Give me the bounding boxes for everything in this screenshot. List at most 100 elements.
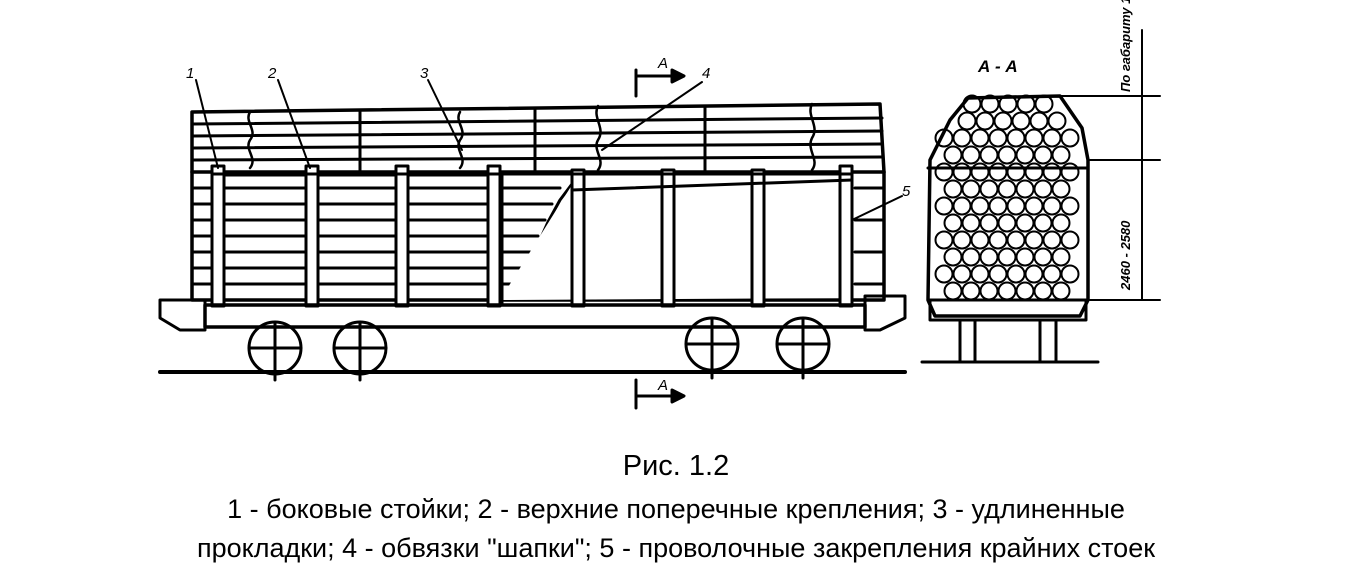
log-end [1033, 145, 1053, 165]
log-end [1015, 179, 1035, 199]
log-end [988, 230, 1008, 250]
log-end [1024, 196, 1044, 216]
log-end [1024, 264, 1044, 284]
log-end [1051, 145, 1071, 165]
section-arrow-label-top: A [657, 55, 668, 72]
log-end [1060, 128, 1080, 148]
log-end [934, 196, 954, 216]
log-end [1015, 145, 1035, 165]
log-cap-top [190, 102, 886, 174]
log-end [943, 247, 963, 267]
log-end [952, 196, 972, 216]
log-end [979, 179, 999, 199]
log-end [1042, 264, 1062, 284]
log-end [1029, 111, 1049, 131]
log-end [997, 179, 1017, 199]
log-end [1015, 213, 1035, 233]
callout-leaders [195, 79, 903, 221]
log-end [1060, 230, 1080, 250]
wheelsets [247, 316, 831, 382]
callout-4: 4 [702, 65, 710, 82]
underframe [203, 303, 867, 329]
log-end [952, 128, 972, 148]
log-end [1051, 179, 1071, 199]
log-end [979, 247, 999, 267]
log-end [1024, 230, 1044, 250]
wagon-loading-diagram: 1 2 3 4 5 A A А - А По габариту 1260 246… [158, 0, 1161, 410]
log-end [1011, 111, 1031, 131]
log-end [979, 213, 999, 233]
section-arrows [634, 68, 686, 410]
log-end [1042, 230, 1062, 250]
log-end [997, 281, 1017, 301]
log-end [943, 179, 963, 199]
callout-labels: 1 2 3 4 5 A A А - А По габариту 1260 246… [186, 0, 1133, 394]
log-end [1015, 281, 1035, 301]
log-end [1033, 281, 1053, 301]
log-end [961, 179, 981, 199]
log-end [1006, 196, 1026, 216]
log-end [1033, 247, 1053, 267]
log-end [934, 230, 954, 250]
log-end [961, 145, 981, 165]
dimension-body: 2460 - 2580 [1118, 220, 1133, 291]
log-end [1033, 213, 1053, 233]
figure-caption-line-2: прокладки; 4 - обвязки "шапки"; 5 - пров… [196, 533, 1156, 563]
log-end [952, 230, 972, 250]
log-end [943, 213, 963, 233]
log-end [961, 247, 981, 267]
dimension-cap: По габариту 1260 [1118, 0, 1133, 92]
log-end [970, 162, 990, 182]
log-end [1060, 162, 1080, 182]
log-end [997, 247, 1017, 267]
log-end [1042, 162, 1062, 182]
log-end [997, 213, 1017, 233]
log-end [1024, 128, 1044, 148]
log-end [1051, 247, 1071, 267]
log-end [1033, 179, 1053, 199]
log-circles [934, 94, 1080, 301]
log-end [1060, 196, 1080, 216]
log-end [1060, 264, 1080, 284]
log-end [1034, 94, 1054, 114]
log-end [1024, 162, 1044, 182]
log-end [1006, 230, 1026, 250]
wagon-side-view [158, 68, 907, 410]
log-end [970, 128, 990, 148]
log-end [1006, 264, 1026, 284]
log-end [1042, 128, 1062, 148]
log-end [970, 264, 990, 284]
log-end [952, 264, 972, 284]
callout-5: 5 [902, 183, 911, 200]
log-end [979, 145, 999, 165]
callout-1: 1 [186, 65, 194, 82]
log-end [952, 162, 972, 182]
figure-title: Рис. 1.2 [622, 450, 730, 482]
log-end [1006, 162, 1026, 182]
log-end [1047, 111, 1067, 131]
log-end [1051, 281, 1071, 301]
log-end [1051, 213, 1071, 233]
log-end [988, 196, 1008, 216]
log-end [997, 145, 1017, 165]
log-end [988, 128, 1008, 148]
section-arrow-label-bottom: A [657, 377, 668, 394]
log-end [970, 196, 990, 216]
log-body-lower [190, 170, 886, 302]
log-end [970, 230, 990, 250]
log-end [943, 281, 963, 301]
wagon-cross-section [920, 29, 1161, 364]
log-end [988, 264, 1008, 284]
log-end [957, 111, 977, 131]
log-end [979, 281, 999, 301]
log-end [993, 111, 1013, 131]
section-outline [926, 94, 1090, 318]
dimension-lines [1059, 29, 1161, 301]
log-end [961, 281, 981, 301]
log-end [1006, 128, 1026, 148]
log-end [943, 145, 963, 165]
figure-caption-line-1: 1 - боковые стойки; 2 - верхние поперечн… [227, 494, 1125, 524]
callout-2: 2 [267, 65, 277, 82]
wire-twists [247, 102, 816, 172]
callout-3: 3 [420, 65, 429, 82]
